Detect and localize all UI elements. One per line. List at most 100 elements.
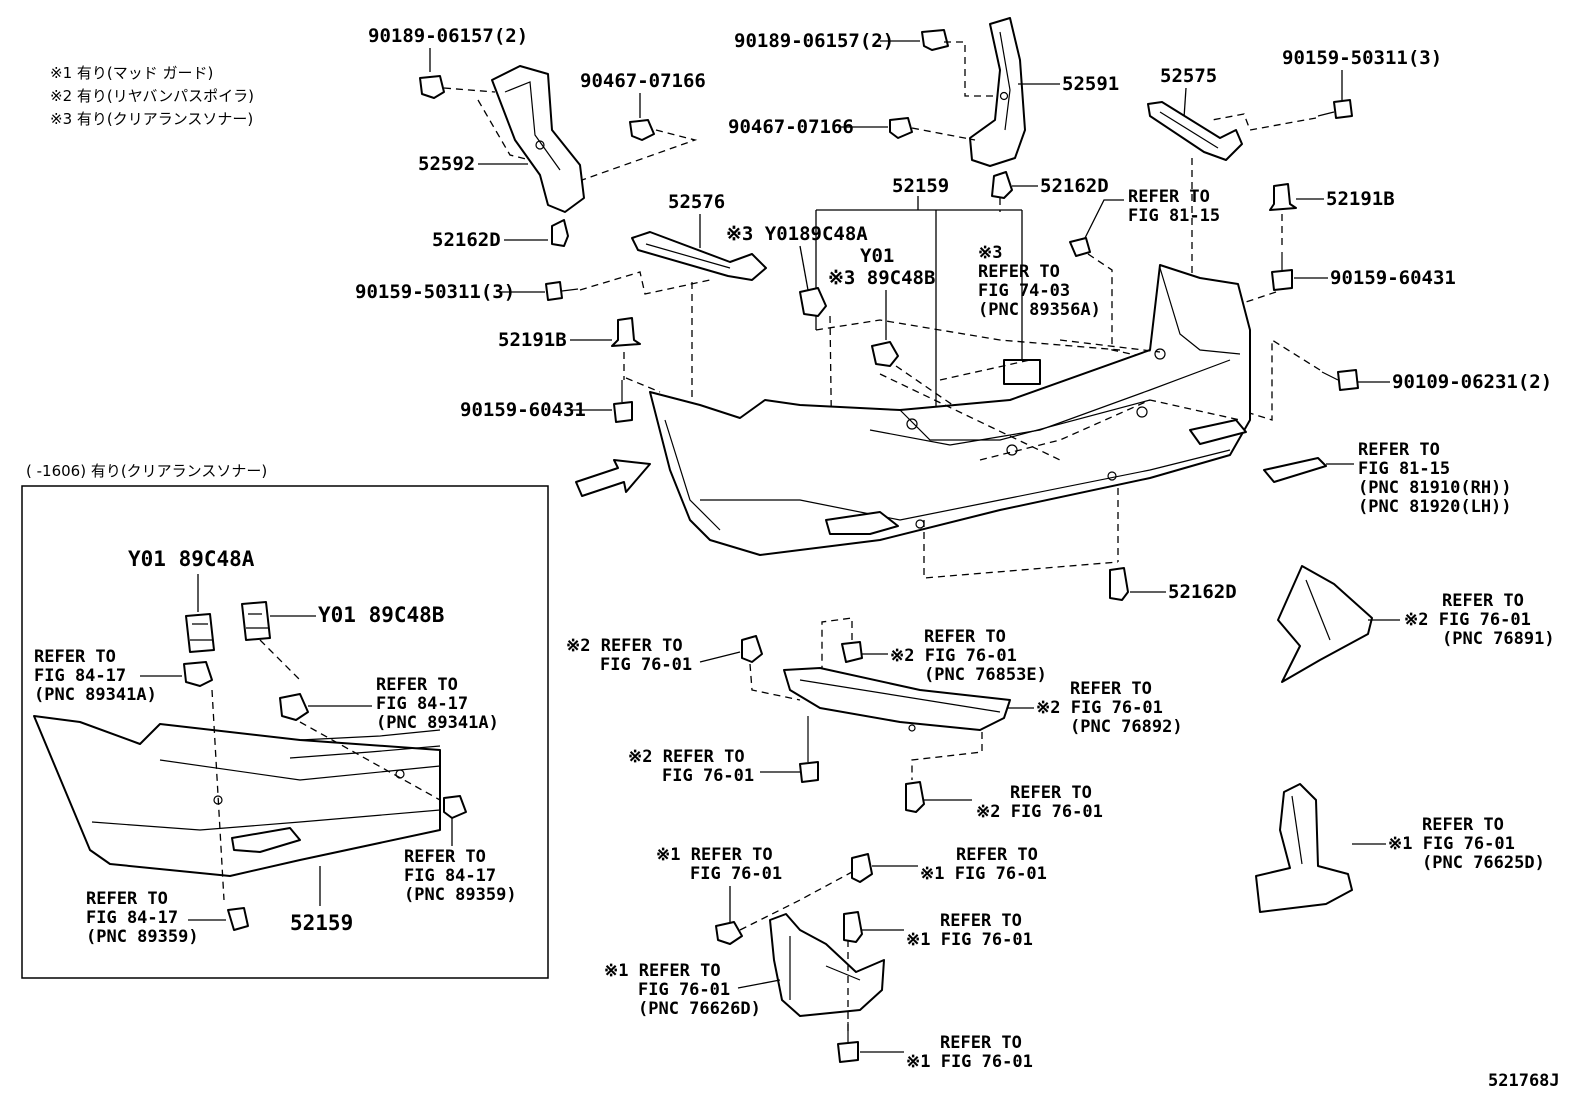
rear-bumper-inset-part xyxy=(33,715,441,877)
ref-8417-a-line1: REFER TO xyxy=(34,647,116,667)
ref-fig-74-03-line2: REFER TO xyxy=(978,262,1060,282)
figure-code: 521768J xyxy=(1488,1071,1560,1091)
label-52191b-right: 52191B xyxy=(1326,188,1395,210)
label-52162d-left: 52162D xyxy=(432,229,501,251)
rear-bumper-cover-52159 xyxy=(649,264,1251,556)
ref-fig-81-15-top-line1: REFER TO xyxy=(1128,187,1210,207)
ref-76892-line1: REFER TO xyxy=(1070,679,1152,699)
clip-mud-b-icon xyxy=(851,853,873,883)
ref-8417-b-line1: REFER TO xyxy=(376,675,458,695)
ref-fig-76-01-b-line2: FIG 76-01 xyxy=(662,766,754,786)
label-y0189c48a-inset: Y01 89C48A xyxy=(128,547,255,571)
label-y01-main: Y01 xyxy=(860,245,894,267)
ref-76853e-line2: ※2 FIG 76-01 xyxy=(890,646,1017,666)
ref-8417-c-line1: REFER TO xyxy=(404,847,486,867)
inset-box xyxy=(21,485,549,979)
ref-fig-81-15-rh-line3: (PNC 81910(RH)) xyxy=(1358,478,1512,498)
clip-52162d-bottom-icon xyxy=(1109,567,1129,601)
ref-fig-76-01-a-line1: ※2 REFER TO xyxy=(566,636,683,656)
ref-76625d-line2: ※1 FIG 76-01 xyxy=(1388,834,1515,854)
sonar-sensor-inset-a-icon xyxy=(183,661,213,687)
ref-8417-c-line2: FIG 84-17 xyxy=(404,866,496,886)
ref-fig-74-03-line1: ※3 xyxy=(978,243,1002,263)
bolt-60431-icon xyxy=(613,380,633,423)
clip-mud-c-icon xyxy=(843,911,863,943)
ref-76891-line2: ※2 FIG 76-01 xyxy=(1404,610,1531,630)
bolt-90109-icon xyxy=(1321,369,1359,391)
bolt-spoiler-icon xyxy=(799,716,819,783)
label-90159-50311-left: 90159-50311(3) xyxy=(355,281,515,303)
label-89c48b-main: ※3 89C48B xyxy=(828,267,935,289)
spoiler-extension-76891-part xyxy=(1277,565,1373,683)
ref-fig-74-03-line4: (PNC 89356A) xyxy=(978,300,1101,320)
clip-spoiler-c-icon xyxy=(905,781,925,813)
bracket-52576-part xyxy=(631,231,767,281)
ref-fig-76-01-a-line2: FIG 76-01 xyxy=(600,655,692,675)
label-90467-07166-left: 90467-07166 xyxy=(580,70,706,92)
bolt-60431-right-icon xyxy=(1271,252,1293,291)
label-90159-60431-right: 90159-60431 xyxy=(1330,267,1456,289)
ref-fig-76-01-g-line2: ※1 FIG 76-01 xyxy=(906,1052,1033,1072)
label-90159-50311-right: 90159-50311(3) xyxy=(1282,47,1442,69)
clip-spoiler-b-icon xyxy=(841,641,863,663)
reflector-part xyxy=(1263,457,1327,483)
label-52162d-mid: 52162D xyxy=(1040,175,1109,197)
clip-icon xyxy=(419,75,445,99)
sensor-bracket-inset-a-icon xyxy=(185,613,215,653)
sensor-bracket-inset-b-icon xyxy=(241,601,271,641)
ref-fig-76-01-f-line2: ※1 FIG 76-01 xyxy=(906,930,1033,950)
ref-76625d-line3: (PNC 76625D) xyxy=(1422,853,1545,873)
fastener-mud-a-icon xyxy=(715,921,743,945)
direction-arrow-icon xyxy=(575,459,651,497)
retainer-icon xyxy=(629,119,655,141)
inset-title: ( -1606) 有り(クリアランスソナー) xyxy=(26,462,267,480)
ref-fig-76-01-e-line1: REFER TO xyxy=(956,845,1038,865)
ref-fig-76-01-e-line2: ※1 FIG 76-01 xyxy=(920,864,1047,884)
ref-fig-76-01-g-line1: REFER TO xyxy=(940,1033,1022,1053)
ref-8417-c-line3: (PNC 89359) xyxy=(404,885,517,905)
ref-8417-b-line2: FIG 84-17 xyxy=(376,694,468,714)
label-90189-06157-right: 90189-06157(2) xyxy=(734,30,894,52)
label-90467-07166-right: 90467-07166 xyxy=(728,116,854,138)
sonar-sensor-inset-b-icon xyxy=(279,693,309,721)
bracket-52591-part xyxy=(969,17,1026,167)
ref-76626d-line1: ※1 REFER TO xyxy=(604,961,721,981)
retainer-right-icon xyxy=(889,117,913,139)
ref-fig-76-01-d-line1: ※1 REFER TO xyxy=(656,845,773,865)
label-52575: 52575 xyxy=(1160,65,1217,87)
ref-76892-line3: (PNC 76892) xyxy=(1070,717,1183,737)
ref-8417-a-line2: FIG 84-17 xyxy=(34,666,126,686)
label-52159-top: 52159 xyxy=(892,175,949,197)
ref-8417-d-line2: FIG 84-17 xyxy=(86,908,178,928)
ref-fig-76-01-f-line1: REFER TO xyxy=(940,911,1022,931)
bolt-icon xyxy=(545,281,579,301)
rear-spoiler-76892-part xyxy=(783,667,1011,732)
sensor-bracket-a-icon xyxy=(799,287,827,317)
label-52592: 52592 xyxy=(418,153,475,175)
ref-76853e-line3: (PNC 76853E) xyxy=(924,665,1047,685)
mud-guard-76626d-part xyxy=(769,913,885,1017)
ref-76891-line3: (PNC 76891) xyxy=(1442,629,1555,649)
note-2: ※2 有り(リヤバンパスポイラ) xyxy=(50,87,254,105)
label-y0189c48b-inset: Y01 89C48B xyxy=(318,603,444,627)
ref-fig-81-15-rh-line1: REFER TO xyxy=(1358,440,1440,460)
sonar-sensor-inset-d-icon xyxy=(227,907,249,931)
label-90189-06157-left: 90189-06157(2) xyxy=(368,25,528,47)
ref-76853e-line1: REFER TO xyxy=(924,627,1006,647)
note-1: ※1 有り(マッド ガード) xyxy=(50,64,213,82)
clip-52162d-mid-icon xyxy=(991,171,1013,199)
ref-8417-d-line1: REFER TO xyxy=(86,889,168,909)
ref-fig-76-01-d-line2: FIG 76-01 xyxy=(690,864,782,884)
ref-8417-b-line3: (PNC 89341A) xyxy=(376,713,499,733)
label-52162d-bottom: 52162D xyxy=(1168,581,1237,603)
bracket-52575-part xyxy=(1147,101,1243,161)
ref-76626d-line2: FIG 76-01 xyxy=(638,980,730,1000)
sensor-bracket-b-icon xyxy=(871,341,899,367)
ref-76892-line2: ※2 FIG 76-01 xyxy=(1036,698,1163,718)
ref-fig-74-03-line3: FIG 74-03 xyxy=(978,281,1070,301)
bolt-right-icon xyxy=(1317,99,1353,119)
label-52191b-left: 52191B xyxy=(498,329,567,351)
label-plate-part xyxy=(1003,359,1041,385)
mud-guard-76625d-part xyxy=(1255,783,1353,913)
